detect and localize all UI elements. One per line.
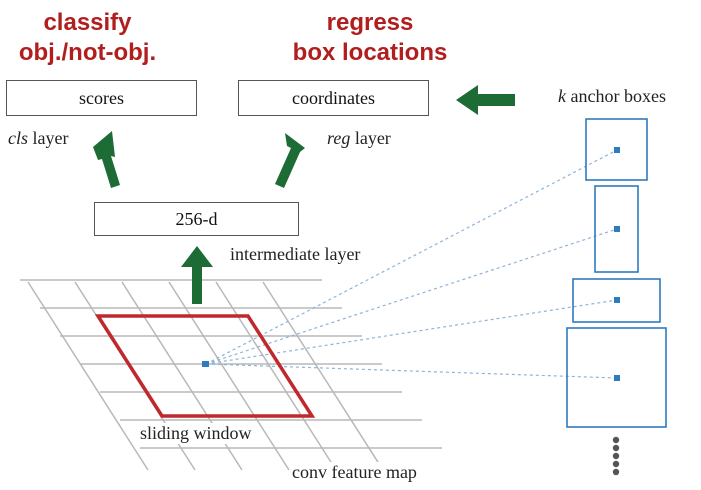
coordinates-box: coordinates — [238, 80, 429, 116]
sliding-window-label: sliding window — [138, 423, 254, 444]
anchor-box-3 — [572, 278, 661, 323]
anchor-boxes-label: k anchor boxes — [558, 86, 666, 107]
anchor-k-italic: k — [558, 86, 566, 106]
left-arrow-icon — [456, 85, 515, 115]
regress-heading-line1: regress — [326, 9, 414, 36]
anchor-label-rest: anchor boxes — [566, 86, 666, 106]
reg-up-arrow-icon — [275, 133, 305, 188]
intermediate-layer-label: intermediate layer — [230, 244, 361, 264]
window-center-point — [202, 361, 209, 367]
anchor-box-2 — [594, 185, 639, 273]
sliding-window-box — [94, 314, 316, 418]
regress-heading-line2: box locations — [292, 39, 448, 66]
anchor-boxes — [566, 118, 667, 428]
anchor-connector-lines — [205, 149, 618, 379]
reg-layer-label: reg layer — [327, 128, 391, 149]
classify-heading-line2: obj./not-obj. — [18, 39, 157, 66]
scores-box: scores — [6, 80, 197, 116]
cls-up-arrow-icon — [93, 131, 120, 188]
intermediate-up-arrow-icon — [181, 246, 213, 304]
classify-heading-line1: classify — [43, 9, 132, 36]
classify-heading: classify obj./not-obj. — [15, 8, 160, 68]
anchor-box-1 — [585, 118, 648, 181]
anchor-center-points — [614, 147, 620, 381]
reg-label-rest: layer — [350, 128, 391, 148]
conv-feature-map-label: conv feature map — [290, 462, 419, 483]
reg-label-italic: reg — [327, 128, 351, 148]
anchor-box-4 — [566, 327, 667, 428]
intermediate-box: 256-d — [94, 202, 299, 236]
cls-label-rest: layer — [28, 128, 69, 148]
regress-heading: regress box locations — [280, 8, 460, 68]
cls-layer-label: cls layer — [8, 128, 68, 149]
cls-label-italic: cls — [8, 128, 28, 148]
vertical-dots-icon — [612, 436, 620, 476]
